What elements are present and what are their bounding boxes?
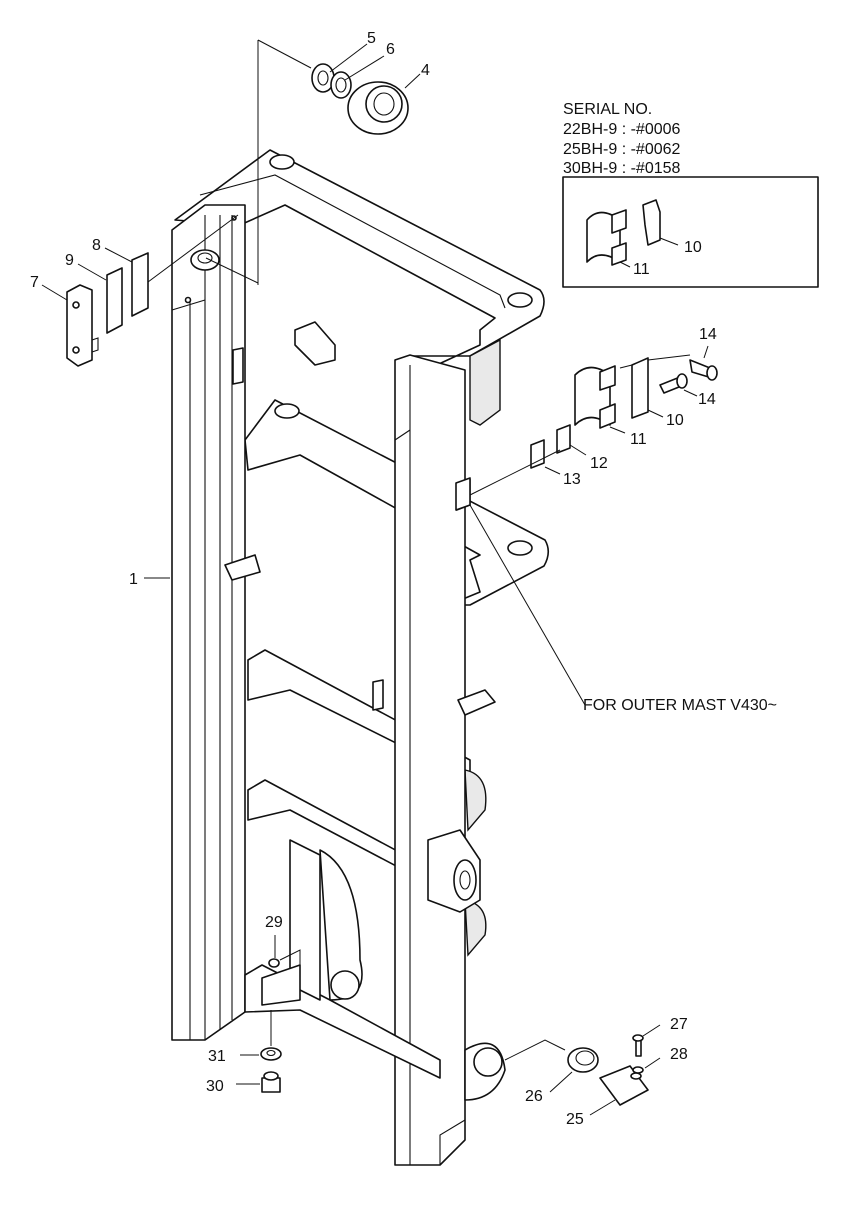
callout-10-main: 10 — [666, 412, 684, 429]
callout-13: 13 — [563, 471, 581, 488]
bolt-14-lower — [659, 373, 688, 394]
left-mast-rail — [171, 204, 246, 1041]
middle-cross-member — [244, 399, 550, 621]
frame-bracket-mid — [224, 554, 261, 581]
callout-1: 1 — [129, 571, 138, 588]
roller-shaft — [190, 249, 220, 271]
bottom-base — [244, 839, 506, 1101]
callout-31: 31 — [208, 1048, 226, 1065]
frame-bracket-upper — [294, 321, 336, 366]
callout-5: 5 — [367, 30, 376, 47]
leader-lines — [41, 39, 709, 1116]
serial-line-2: 25BH-9 : -#0062 — [563, 141, 681, 158]
clip-10 — [619, 357, 649, 419]
callout-11-main: 11 — [630, 431, 647, 448]
bolt-14-upper — [689, 359, 718, 381]
callout-25: 25 — [566, 1111, 584, 1128]
callout-27: 27 — [670, 1016, 688, 1033]
callout-7: 7 — [30, 274, 39, 291]
callout-12: 12 — [590, 455, 608, 472]
inset-clip-10 — [642, 199, 661, 246]
frame-lug-right — [372, 679, 384, 711]
callout-29: 29 — [265, 914, 283, 931]
nipple-29 — [268, 958, 280, 968]
plate-12 — [556, 424, 571, 454]
callout-labels: 1 5 6 4 7 9 8 14 14 10 11 12 13 10 11 29… — [30, 30, 717, 1128]
callout-8: 8 — [92, 237, 101, 254]
inset-clamp-11 — [586, 209, 627, 266]
shim-plate-9 — [106, 267, 123, 334]
frame-bracket-right — [457, 689, 496, 716]
serial-line-1: 22BH-9 : -#0006 — [563, 121, 681, 138]
pin-25 — [599, 1065, 649, 1106]
outer-mast-note: FOR OUTER MAST V430~ — [583, 697, 777, 714]
callout-6: 6 — [386, 41, 395, 58]
washer-5 — [311, 63, 335, 93]
serial-line-3: 30BH-9 : -#0158 — [563, 160, 681, 177]
guide-block-7 — [66, 284, 93, 367]
tilt-bracket — [427, 829, 481, 913]
top-cross-member — [174, 149, 545, 426]
callout-30: 30 — [206, 1078, 224, 1095]
callout-10-inset: 10 — [684, 239, 702, 256]
bolt-30 — [261, 1071, 281, 1093]
plate-13 — [530, 439, 545, 469]
serial-title: SERIAL NO. — [563, 101, 652, 118]
callout-9: 9 — [65, 252, 74, 269]
washer-28 — [632, 1066, 644, 1074]
bushing-26 — [567, 1047, 599, 1073]
callout-4: 4 — [421, 62, 430, 79]
roller-bearing-4 — [347, 81, 409, 135]
washer-31 — [260, 1047, 282, 1061]
serial-number-block: SERIAL NO. 22BH-9 : -#0006 25BH-9 : -#00… — [563, 101, 681, 177]
frame-lug-left — [232, 347, 244, 385]
small-block — [455, 477, 471, 511]
callout-11-inset: 11 — [633, 261, 650, 278]
callout-14-lower: 14 — [698, 391, 716, 408]
shim-plate-8 — [131, 252, 149, 317]
shim-6 — [330, 71, 352, 99]
callout-14-upper: 14 — [699, 326, 717, 343]
callout-26: 26 — [525, 1088, 543, 1105]
screw-27 — [632, 1034, 644, 1057]
callout-28: 28 — [670, 1046, 688, 1063]
clamp-11 — [574, 365, 616, 429]
